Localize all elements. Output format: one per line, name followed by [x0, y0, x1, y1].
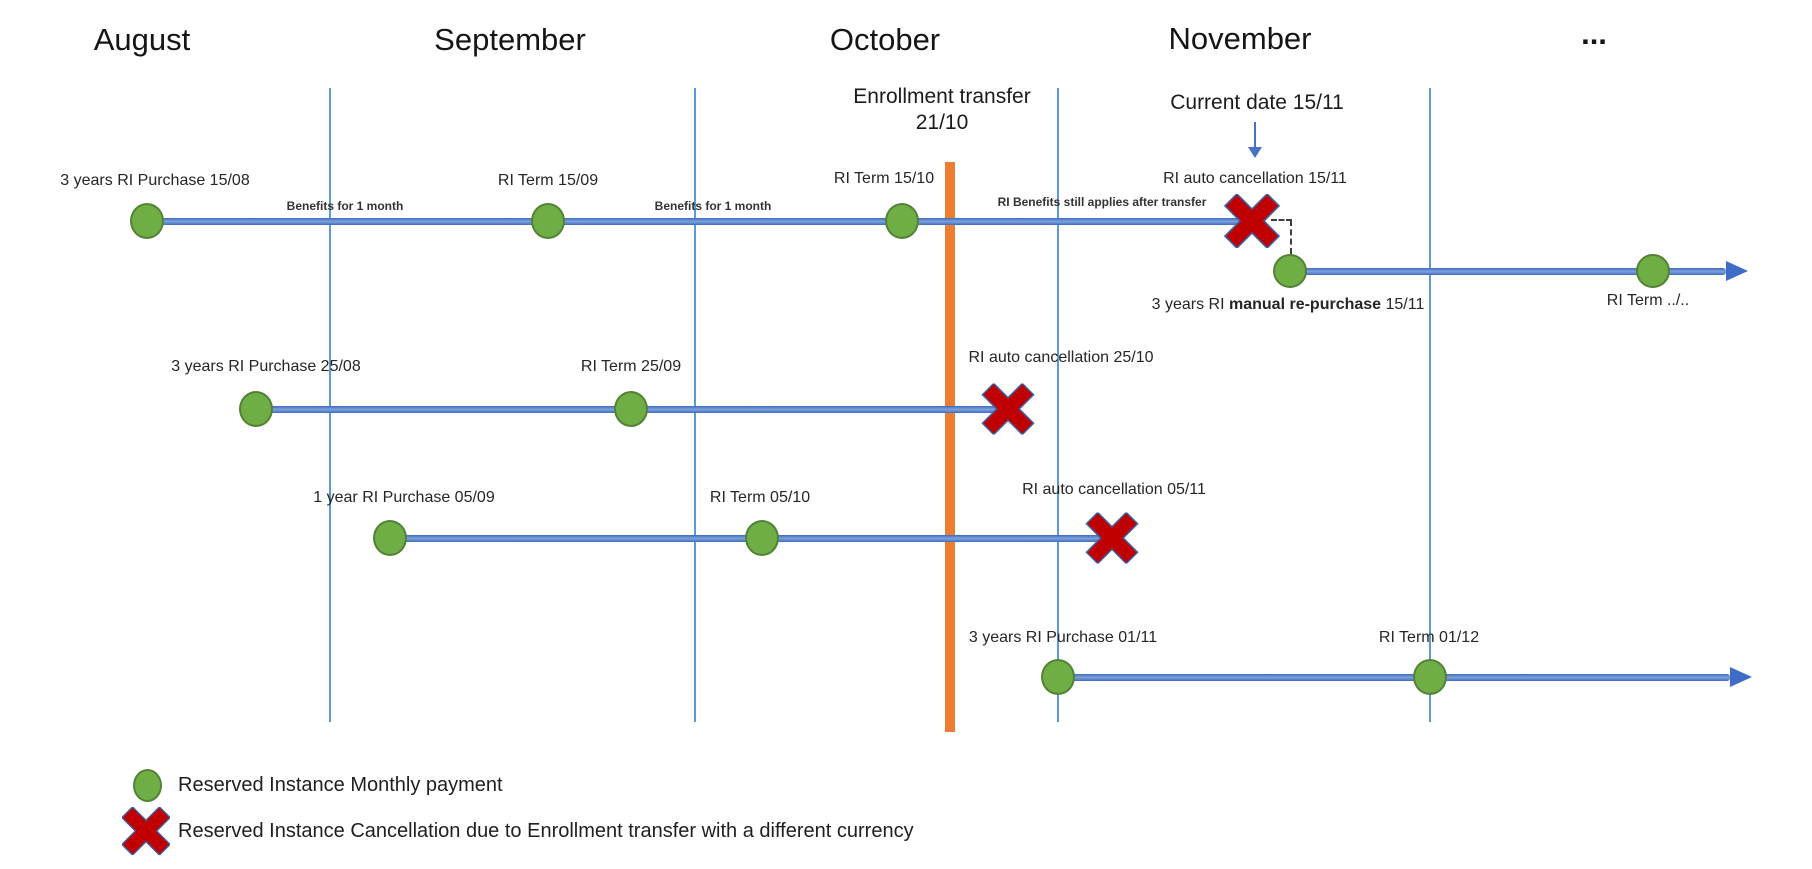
row1-term3-label: RI Term ../..	[1606, 292, 1690, 309]
month-header-ellipsis: ...	[1581, 16, 1607, 51]
timeline-arrowhead-icon-row1	[1726, 261, 1748, 281]
row1-term2-label: RI Term 15/10	[833, 170, 935, 187]
legend-cancellation-x-icon	[120, 805, 172, 857]
payment-dot-icon-row1-term1	[531, 203, 565, 239]
row2-purchase-label: 3 years RI Purchase 25/08	[171, 358, 361, 375]
row1-repurchase-bold: manual re-purchase	[1229, 296, 1382, 313]
row3-term-label: RI Term 05/10	[709, 489, 811, 506]
payment-dot-icon-row1-purchase	[130, 203, 164, 239]
row3-purchase-label: 1 year RI Purchase 05/09	[313, 489, 495, 506]
row1-term1-label: RI Term 15/09	[497, 172, 599, 189]
row1-repurchase-prefix: 3 years RI	[1151, 296, 1229, 313]
month-divider-oct-nov	[1057, 88, 1059, 722]
legend-payment-dot-icon	[133, 769, 162, 802]
row1-benefits1-label: Benefits for 1 month	[286, 199, 404, 213]
legend-monthly-payment-label: Reserved Instance Monthly payment	[178, 774, 503, 796]
row1-benefits2-label: Benefits for 1 month	[654, 199, 772, 213]
row1-benefits-after-label: RI Benefits still applies after transfer	[997, 195, 1207, 209]
row1-repurchase-label: 3 years RI manual re-purchase 15/11	[1152, 296, 1425, 314]
repurchase-connector-horizontal	[1271, 219, 1292, 221]
payment-dot-icon-row4-purchase	[1041, 659, 1075, 695]
payment-dot-icon-row1-repurchase	[1273, 254, 1307, 288]
current-date-arrow-icon	[1254, 122, 1256, 148]
month-divider-aug-sep	[329, 88, 331, 722]
payment-dot-icon-row1-term2	[885, 203, 919, 239]
row4-purchase-label: 3 years RI Purchase 01/11	[968, 629, 1158, 646]
enrollment-transfer-label-line2: 21/10	[915, 111, 969, 134]
cancellation-x-icon-row3	[1085, 511, 1140, 565]
row4-term-label: RI Term 01/12	[1378, 629, 1480, 646]
month-divider-sep-oct	[694, 88, 696, 722]
enrollment-transfer-line	[945, 162, 955, 732]
payment-dot-icon-row3-term	[745, 520, 779, 556]
timeline-row4-line	[1058, 674, 1730, 681]
current-date-arrowhead-icon	[1248, 147, 1262, 158]
payment-dot-icon-row2-purchase	[239, 391, 273, 427]
row3-cancellation-label: RI auto cancellation 05/11	[1022, 481, 1206, 498]
legend-cancellation-label: Reserved Instance Cancellation due to En…	[178, 820, 914, 842]
row2-cancellation-label: RI auto cancellation 25/10	[968, 349, 1154, 366]
month-header-august: August	[93, 22, 191, 57]
month-header-november: November	[1168, 21, 1312, 56]
month-header-september: September	[434, 22, 586, 57]
cancellation-x-icon-row2	[981, 382, 1036, 436]
enrollment-transfer-label-line1: Enrollment transfer	[853, 85, 1031, 108]
row1-repurchase-suffix: 15/11	[1381, 296, 1425, 313]
payment-dot-icon-row2-term	[614, 391, 648, 427]
timeline-row1-line	[147, 218, 1253, 225]
row1-purchase-label: 3 years RI Purchase 15/08	[60, 172, 250, 189]
repurchase-connector-vertical	[1290, 220, 1292, 254]
enrollment-transfer-label: Enrollment transfer 21/10	[853, 84, 1030, 136]
row1-cancellation-label: RI auto cancellation 15/11	[1163, 170, 1347, 187]
payment-dot-icon-row3-purchase	[373, 520, 407, 556]
month-divider-nov-dec	[1429, 88, 1431, 722]
cancellation-x-icon-row1	[1223, 192, 1281, 250]
payment-dot-icon-row1-term3	[1636, 254, 1670, 288]
month-header-october: October	[829, 22, 941, 57]
payment-dot-icon-row4-term	[1413, 659, 1447, 695]
current-date-label: Current date 15/11	[1170, 91, 1344, 114]
timeline-arrowhead-icon-row4	[1730, 667, 1752, 687]
timeline-row1-repurchase-line	[1290, 268, 1726, 275]
row2-term-label: RI Term 25/09	[580, 358, 682, 375]
